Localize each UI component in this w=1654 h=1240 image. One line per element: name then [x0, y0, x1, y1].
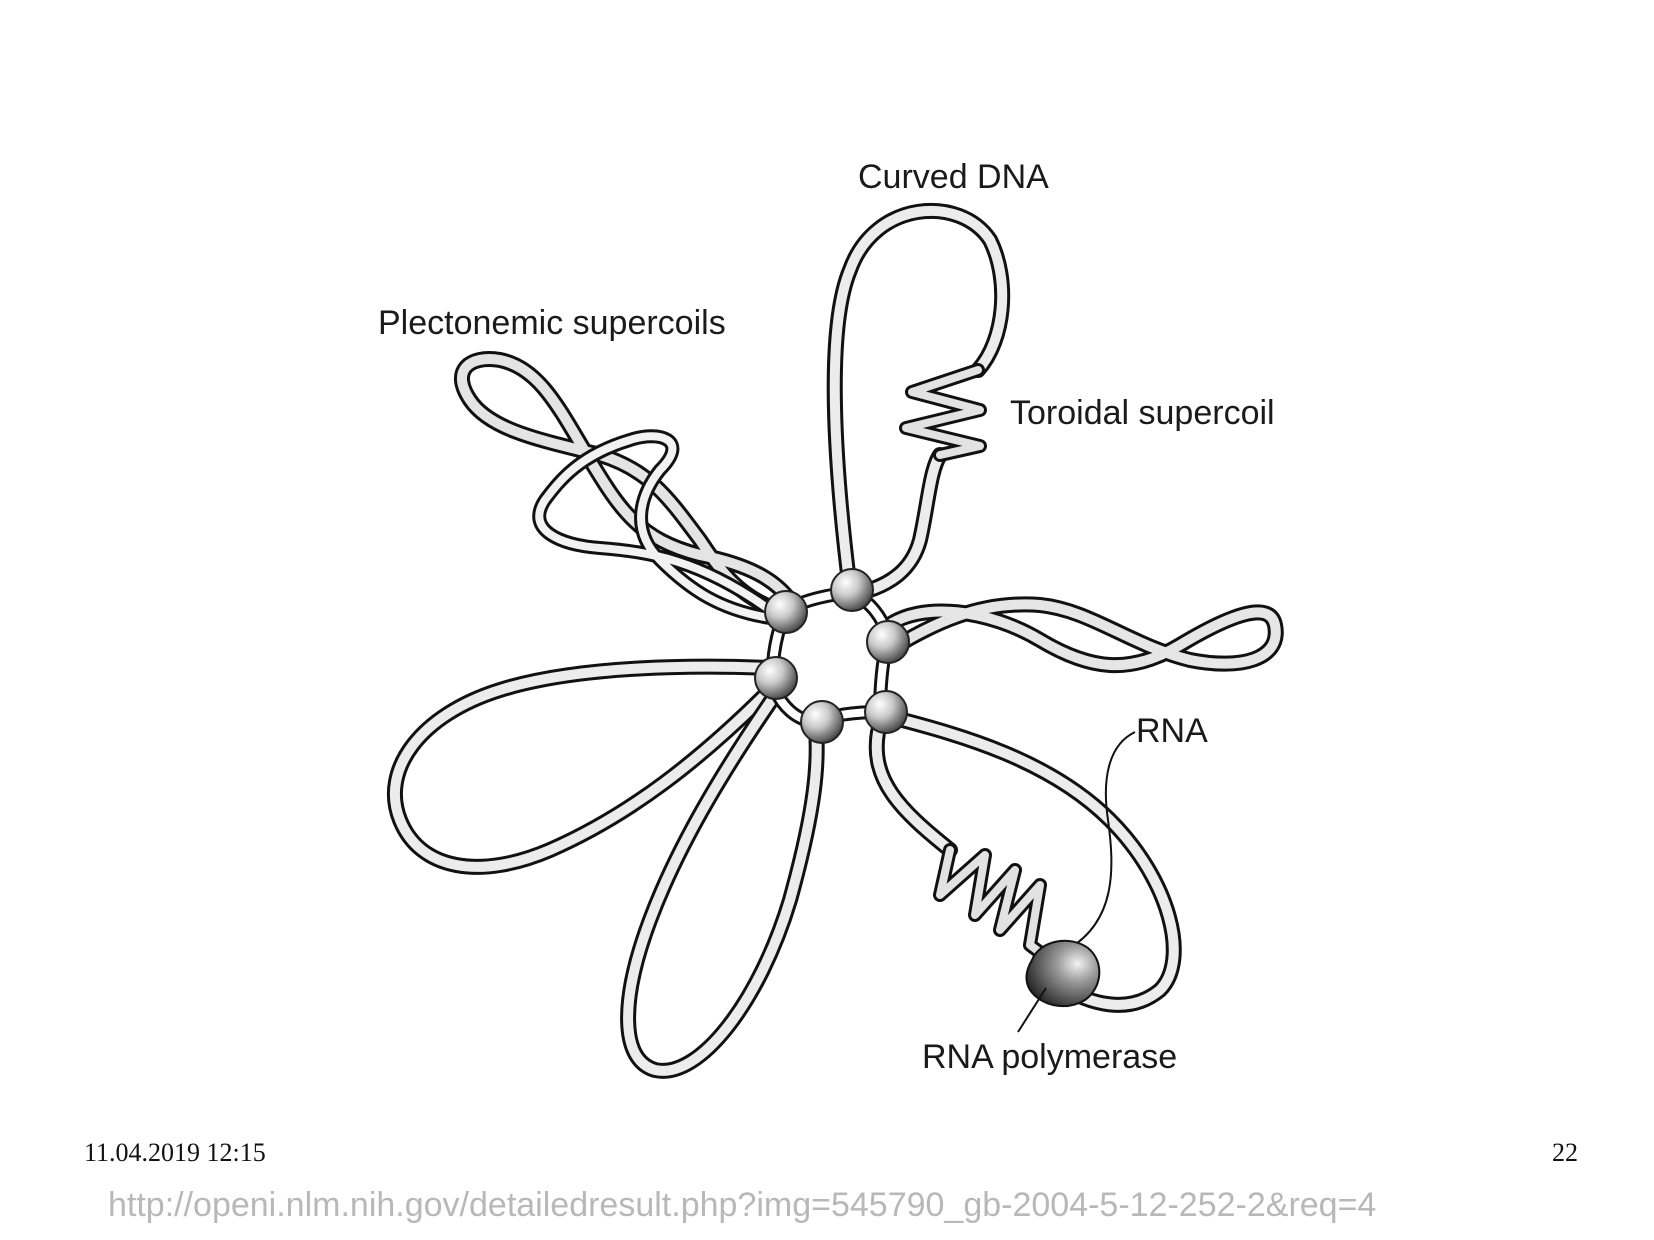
slide-date: 11.04.2019 12:15 — [84, 1138, 266, 1167]
right-twisted-loop — [877, 596, 1284, 674]
label-rna-polymerase: RNA polymerase — [922, 1038, 1177, 1076]
bottom-loop — [620, 680, 825, 1079]
plectonemic-strand-a-inner — [457, 354, 795, 617]
bottom-loop-inner — [623, 683, 822, 1076]
left-loop — [387, 658, 778, 875]
protein-bead — [764, 590, 808, 634]
label-rna: RNA — [1136, 712, 1208, 750]
plectonemic-strand-a-outer — [454, 351, 798, 620]
plectonemic-strand-b-inner — [535, 432, 774, 622]
label-curved-dna: Curved DNA — [858, 158, 1049, 196]
curved-dna-loop — [826, 202, 1011, 601]
protein-bead — [800, 700, 844, 744]
curved-dna-return-inner — [855, 450, 945, 598]
protein-bead — [866, 620, 910, 664]
curved-dna-ribbon-inner — [829, 205, 1008, 595]
protein-bead — [864, 690, 908, 734]
transcription-loop — [868, 710, 1182, 1033]
left-loop-inner — [390, 661, 775, 872]
transcription-loop-inner — [890, 713, 1179, 1010]
source-url: http://openi.nlm.nih.gov/detailedresult.… — [108, 1186, 1377, 1224]
protein-bead — [830, 568, 874, 612]
plectonemic-supercoil-loop — [454, 351, 798, 625]
transcription-stem-inner — [871, 727, 955, 855]
label-toroidal-supercoil: Toroidal supercoil — [1010, 394, 1275, 432]
protein-bead — [754, 656, 798, 700]
label-plectonemic-supercoils: Plectonemic supercoils — [378, 304, 726, 342]
rna-polymerase-pointer — [1017, 987, 1047, 1033]
protein-beads — [754, 568, 910, 744]
right-twist-strand-a-inner — [880, 599, 1281, 671]
rna-polymerase-blob — [1025, 939, 1101, 1008]
rna-strand — [1069, 731, 1136, 949]
toroidal-coil-inner — [902, 366, 984, 459]
slide-page-number: 22 — [1552, 1138, 1578, 1167]
lower-coil-inner — [936, 846, 1054, 964]
